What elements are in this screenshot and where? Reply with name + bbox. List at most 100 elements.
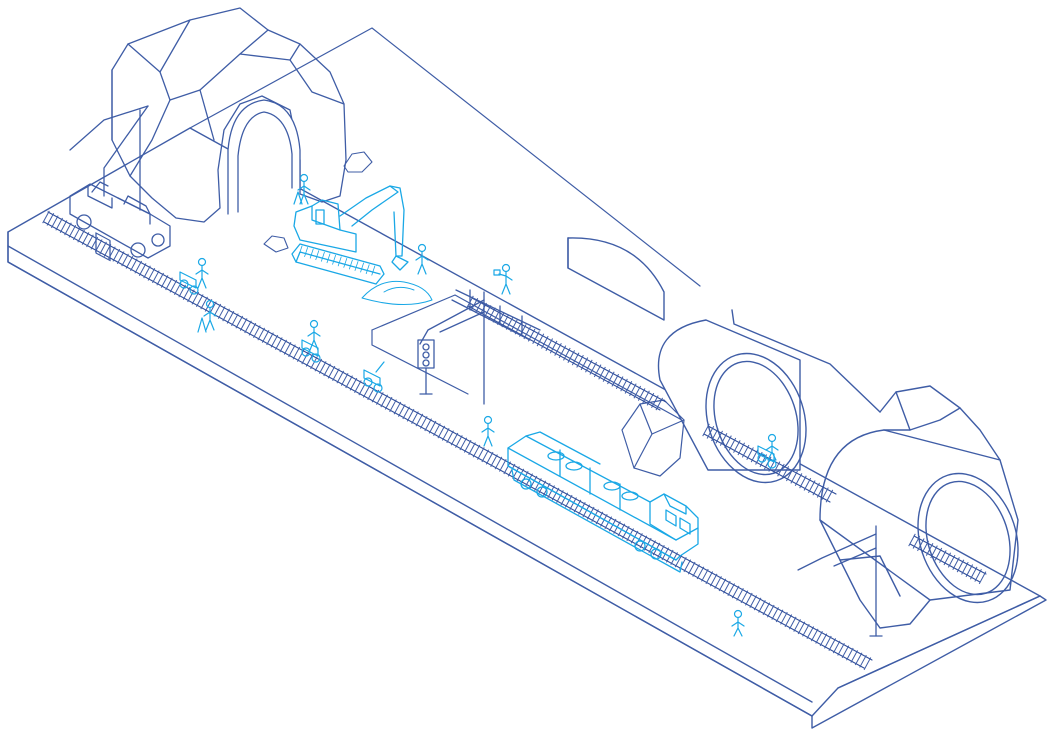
track-sleeper <box>564 494 573 508</box>
track-sleeper <box>213 303 222 317</box>
track-sleeper <box>398 404 406 417</box>
track-sleeper <box>362 384 371 398</box>
track-sleeper <box>314 358 323 372</box>
track-sleeper <box>939 550 947 563</box>
track-sleeper <box>266 332 274 346</box>
track-sleeper <box>81 232 90 245</box>
track-sleeper <box>727 583 736 597</box>
track-sleeper <box>965 564 974 578</box>
track-sleeper <box>349 377 358 391</box>
signal-mast-icon <box>417 339 435 395</box>
track-sleeper <box>279 339 287 353</box>
track-sleeper <box>336 370 345 384</box>
track-sleeper <box>750 449 759 463</box>
track-sleeper <box>446 430 454 444</box>
track-sleeper <box>472 444 481 458</box>
track-sleeper <box>510 319 518 333</box>
track-sleeper <box>99 241 107 255</box>
track-sleeper <box>571 352 580 366</box>
track-sleeper <box>296 349 305 362</box>
track-sleeper <box>573 499 582 513</box>
track-sleeper <box>733 440 741 453</box>
track-sleeper <box>724 435 732 449</box>
track-sleeper <box>558 345 567 359</box>
track-sleeper <box>534 478 542 491</box>
rock-pile <box>263 151 373 253</box>
track-sleeper <box>591 509 599 522</box>
track-sleeper <box>195 294 204 307</box>
track-sleeper <box>824 635 832 649</box>
track-sleeper <box>354 380 362 393</box>
track-sleeper <box>633 385 642 399</box>
track-sleeper <box>908 533 916 547</box>
track-sleeper <box>655 397 664 411</box>
track-sleeper <box>165 277 173 291</box>
tread-mark <box>337 256 342 267</box>
track-sleeper <box>705 571 714 585</box>
tread-mark <box>320 251 325 262</box>
track-sleeper <box>762 602 771 616</box>
track-sleeper <box>468 442 476 456</box>
track-sleeper <box>850 650 859 663</box>
track-sleeper <box>483 305 492 318</box>
track-sleeper <box>441 427 450 441</box>
track-sleeper <box>715 430 723 444</box>
track-sleeper <box>261 330 270 343</box>
track-sleeper <box>828 638 837 651</box>
track-sleeper <box>152 270 160 284</box>
track-sleeper <box>753 597 762 611</box>
track-sleeper <box>433 423 441 436</box>
track-sleeper <box>231 313 239 327</box>
track-sleeper <box>411 411 419 425</box>
track-sleeper <box>758 599 766 613</box>
track-sleeper <box>340 373 349 386</box>
track-sleeper <box>947 554 956 568</box>
track-sleeper <box>790 470 798 484</box>
track-sleeper <box>784 614 793 628</box>
track-sleeper <box>532 331 540 344</box>
track-sleeper <box>793 619 801 632</box>
track-sleeper <box>711 428 719 442</box>
track-sleeper <box>380 394 389 408</box>
track-sleeper <box>637 388 646 401</box>
track-sleeper <box>859 654 867 668</box>
track-sleeper <box>477 447 485 460</box>
track-sleeper <box>863 657 872 671</box>
track-sleeper <box>51 215 59 229</box>
ground-platform <box>7 127 1047 729</box>
track-sleeper <box>554 343 562 356</box>
track-sleeper <box>77 229 85 243</box>
track-sleeper <box>505 316 514 330</box>
track-sleeper <box>182 287 191 300</box>
track-sleeper <box>629 383 637 397</box>
track-sleeper <box>825 489 834 503</box>
tunnel-portal-icon <box>111 7 347 223</box>
track-sleeper <box>187 289 195 303</box>
track-sleeper <box>580 357 589 371</box>
track-sleeper <box>178 284 186 298</box>
track-sleeper <box>46 213 55 226</box>
track-sleeper <box>72 227 81 241</box>
track-sleeper <box>191 291 200 305</box>
track-sleeper <box>718 578 727 592</box>
track-sleeper <box>576 354 584 368</box>
track-sleeper <box>593 364 602 378</box>
track-sleeper <box>428 420 437 434</box>
track-sleeper <box>723 580 731 594</box>
track-sleeper <box>488 307 496 321</box>
track-sleeper <box>696 566 705 580</box>
track-sleeper <box>463 439 472 453</box>
track-sleeper <box>777 463 785 477</box>
track-sleeper <box>239 318 248 331</box>
tread-mark <box>365 264 370 275</box>
track-sleeper <box>821 487 829 501</box>
track-sleeper <box>615 376 624 390</box>
track-sleeper <box>607 371 615 385</box>
track-sleeper <box>288 344 296 358</box>
track-sleeper <box>501 314 509 328</box>
track-sleeper <box>86 234 94 248</box>
track-sleeper <box>746 447 754 461</box>
track-sleeper <box>815 631 823 644</box>
track-sleeper <box>556 490 564 503</box>
track-sleeper <box>130 258 138 272</box>
